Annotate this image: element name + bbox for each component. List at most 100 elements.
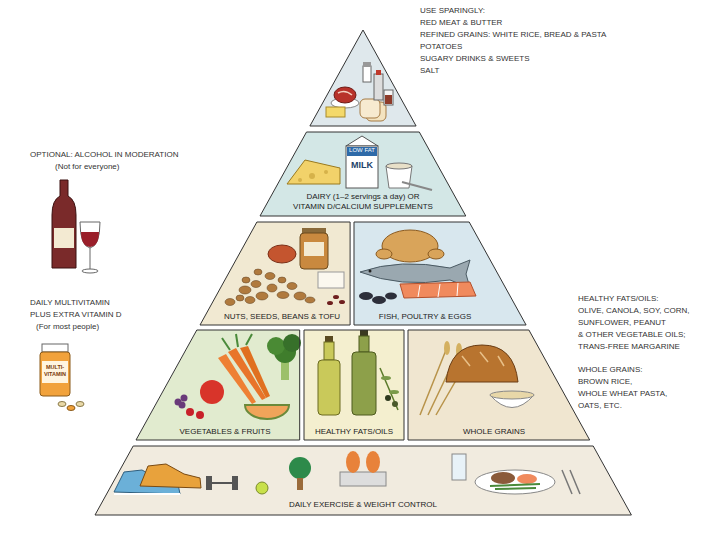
fish-poultry-foods xyxy=(359,230,476,304)
sparingly-note: REFINED GRAINS: WHITE RICE, BREAD & PAST… xyxy=(420,30,606,40)
exercise-items xyxy=(206,476,212,490)
nuts-beans-foods xyxy=(327,295,345,305)
tier-fill xyxy=(310,30,416,126)
grains-note: OATS, ETC. xyxy=(578,401,622,411)
dairy-foods xyxy=(298,178,302,182)
tier-fill xyxy=(95,446,631,515)
vitamin-bottle xyxy=(40,352,70,396)
band-outline xyxy=(260,132,466,216)
sparingly-foods xyxy=(360,99,380,118)
exercise-items xyxy=(297,478,303,490)
wine-bottle-glass xyxy=(52,180,100,273)
exercise-items xyxy=(517,474,537,484)
fish-poultry-foods xyxy=(372,296,386,304)
nuts-beans-foods xyxy=(225,228,345,306)
band-outline xyxy=(136,330,300,440)
vitamin-bottle xyxy=(58,402,66,407)
exercise-items xyxy=(346,451,360,473)
whole-grain-foods xyxy=(462,352,504,366)
vitamin-note: (For most people) xyxy=(36,322,99,332)
nuts-beans-foods xyxy=(245,297,255,304)
nuts-beans-foods xyxy=(318,272,344,288)
vegetables-fruits xyxy=(267,337,285,355)
fats-note: HEALTHY FATS/OILS: xyxy=(578,294,658,304)
fish-poultry-foods xyxy=(369,270,372,273)
wine-bottle-glass xyxy=(82,269,98,273)
vitamin-bottle xyxy=(67,406,75,411)
wine-bottle-glass xyxy=(81,232,99,247)
wine-bottle-glass xyxy=(90,248,91,270)
oil-bottles xyxy=(360,330,368,336)
food-group-band: NUTS, SEEDS, BEANS & TOFU xyxy=(200,222,350,325)
dairy-foods xyxy=(402,182,432,190)
sparingly-note: SALT xyxy=(420,66,439,76)
sparingly-note: SUGARY DRINKS & SWEETS xyxy=(420,54,530,64)
band-outline xyxy=(304,330,404,440)
nuts-beans-foods xyxy=(327,301,333,305)
nuts-beans-foods xyxy=(287,283,297,290)
oil-bottles xyxy=(381,376,391,380)
carton-label: MILK xyxy=(347,160,377,171)
oil-bottles xyxy=(324,342,334,360)
wine-bottle-glass xyxy=(80,222,100,248)
fish-poultry-foods xyxy=(428,249,444,259)
vitamin-note: PLUS EXTRA VITAMIN D xyxy=(30,310,121,320)
oil-bottles xyxy=(325,336,333,342)
exercise-items xyxy=(140,464,201,488)
sparingly-foods xyxy=(326,107,345,117)
whole-grain-foods xyxy=(444,341,450,355)
wine-bottle-glass xyxy=(54,228,74,248)
band-outline xyxy=(200,222,350,325)
vitamin-bottle xyxy=(42,361,68,383)
tier-fill xyxy=(136,330,300,440)
wine-bottle-glass xyxy=(52,180,76,268)
vegetables-fruits xyxy=(175,334,302,419)
dairy-foods xyxy=(386,163,412,169)
grains-note: BROWN RICE, xyxy=(578,377,632,387)
tier-fill xyxy=(95,30,631,515)
fats-note: OLIVE, CANOLA, SOY, CORN, xyxy=(578,306,689,316)
nuts-beans-foods xyxy=(251,281,261,288)
fish-poultry-foods xyxy=(385,293,397,300)
oil-bottles xyxy=(318,360,340,415)
fish-poultry-foods xyxy=(418,283,458,297)
tier-fill xyxy=(354,222,526,325)
fish-poultry-foods xyxy=(359,292,373,300)
dairy-foods xyxy=(346,146,378,188)
group-caption: NUTS, SEEDS, BEANS & TOFU xyxy=(215,312,349,322)
oil-bottles xyxy=(359,336,369,352)
nuts-beans-foods xyxy=(300,233,328,269)
exercise-items xyxy=(340,472,386,486)
sparingly-foods xyxy=(385,95,392,104)
vegetables-fruits xyxy=(283,334,301,352)
fats-note: & OTHER VEGETABLE OILS; xyxy=(578,330,685,340)
sparingly-note: POTATOES xyxy=(420,42,462,52)
tier-fill xyxy=(260,132,466,216)
nuts-beans-foods xyxy=(254,269,262,275)
group-caption: DAIRY (1–2 servings a day) OR VITAMIN D/… xyxy=(290,192,435,212)
band-outline xyxy=(95,446,631,515)
nuts-beans-foods xyxy=(304,242,324,256)
food-group-band: DAILY EXERCISE & WEIGHT CONTROL xyxy=(95,446,631,515)
band-outline xyxy=(200,222,350,325)
alcohol-note: OPTIONAL: ALCOHOL IN MODERATION xyxy=(30,150,178,160)
vegetables-fruits xyxy=(200,380,224,404)
exercise-items xyxy=(475,470,555,494)
vegetables-fruits xyxy=(186,408,194,416)
exercise-items xyxy=(491,472,515,484)
nuts-beans-foods xyxy=(278,277,286,283)
fish-poultry-foods xyxy=(376,249,392,259)
vitamin-note: DAILY MULTIVITAMIN xyxy=(30,298,110,308)
oil-bottles xyxy=(385,395,391,401)
tier-fill xyxy=(304,330,404,440)
tier-fill xyxy=(200,222,350,325)
nuts-beans-foods xyxy=(294,292,306,300)
vitamin-bottle xyxy=(40,344,84,411)
sparingly-foods xyxy=(326,62,393,121)
food-group-band: HEALTHY FATS/OILS xyxy=(304,330,404,440)
whole-grain-foods xyxy=(490,391,534,399)
exercise-items xyxy=(256,482,268,494)
